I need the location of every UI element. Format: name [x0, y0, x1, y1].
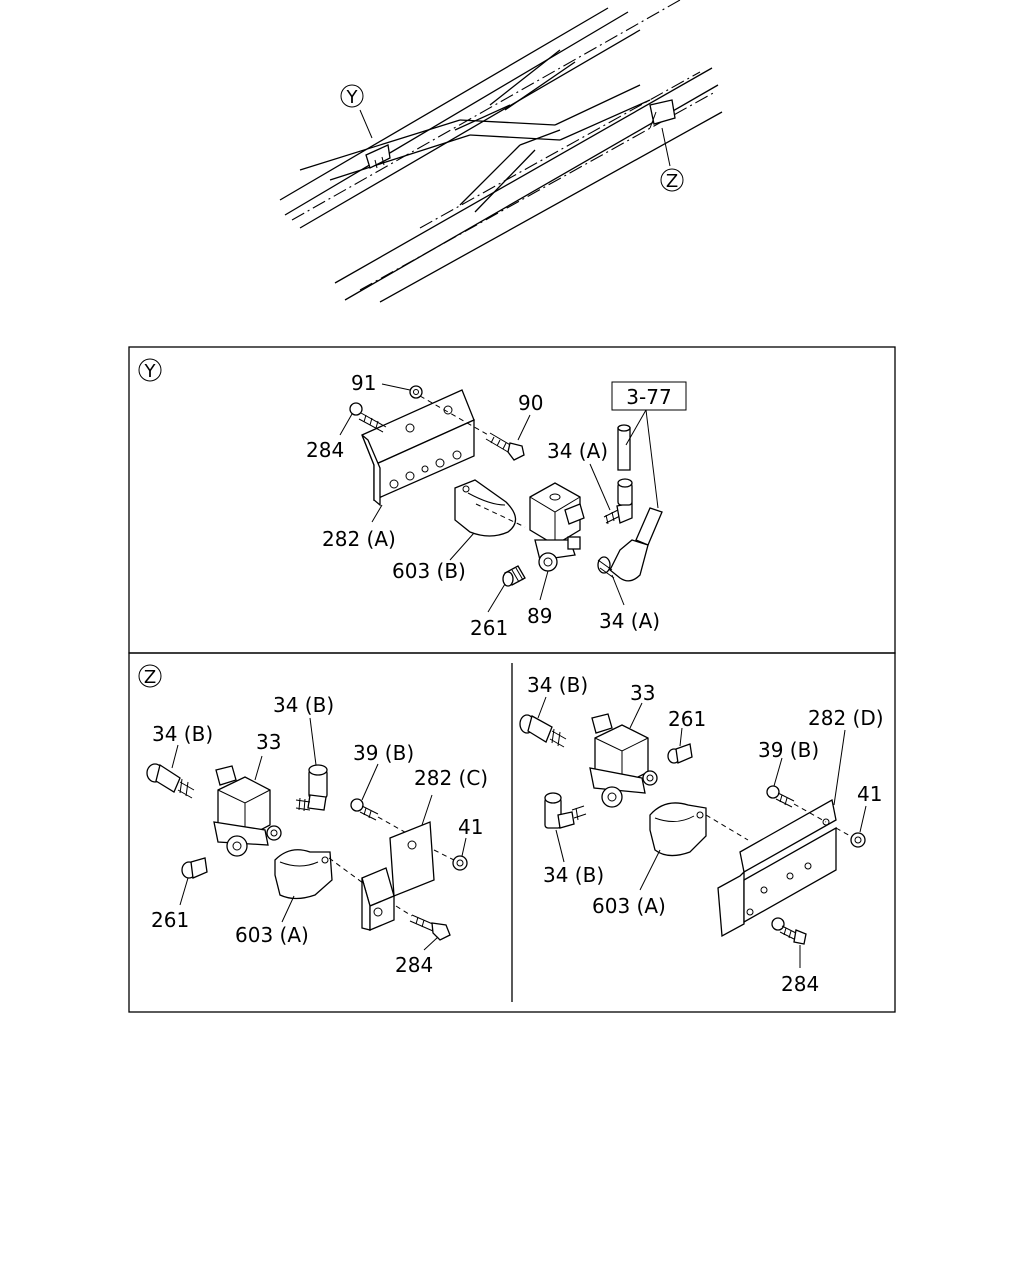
fitting-34b-top-left [295, 764, 328, 812]
chassis-overview: Y Z [279, 0, 723, 303]
callout-y-label: Y [346, 87, 359, 108]
label-261-left: 261 [151, 908, 189, 932]
label-34a-bottom: 34 (A) [599, 609, 660, 633]
label-284-right: 284 [781, 972, 819, 996]
bolt-284 [349, 402, 387, 433]
label-282c: 282 (C) [414, 766, 488, 790]
label-284-left: 284 [395, 953, 433, 977]
fitting-34b-bottom-right [544, 792, 587, 829]
label-603b: 603 (B) [392, 559, 466, 583]
view-z-marker: Z [144, 667, 156, 688]
label-33-left: 33 [256, 730, 281, 754]
fitting-261-left [181, 857, 208, 879]
label-34b-top-left: 34 (B) [273, 693, 334, 717]
bracket-282d [717, 798, 837, 938]
tube-3-77 [617, 424, 631, 471]
label-284-y: 284 [306, 438, 344, 462]
fitting-261-right [667, 743, 693, 764]
label-33-right: 33 [630, 681, 655, 705]
valve-33-right [589, 713, 658, 808]
valve-assembly-y [529, 482, 585, 572]
view-y-marker: Y [144, 361, 157, 382]
callout-z-label: Z [666, 171, 678, 192]
label-39b-right: 39 (B) [758, 738, 819, 762]
bolt-284-right [771, 917, 807, 945]
label-90: 90 [518, 391, 543, 415]
fitting-34b-top-right [519, 714, 567, 748]
label-39b-left: 39 (B) [353, 741, 414, 765]
label-89: 89 [527, 604, 552, 628]
fitting-261-y [502, 565, 526, 587]
clamp-603a-left [274, 849, 333, 900]
bracket-282a [361, 389, 475, 507]
label-34a-top: 34 (A) [547, 439, 608, 463]
valve-33-left [213, 765, 282, 857]
fitting-34a-top [603, 478, 633, 525]
ref-box-3-77: 3-77 [626, 385, 671, 409]
bracket-282c [361, 821, 435, 931]
bolt-39b-right [766, 785, 795, 808]
label-34b-top-right: 34 (B) [527, 673, 588, 697]
bolt-39b-left [350, 798, 379, 821]
fitting-34a-bottom [597, 507, 663, 582]
bolt-284-left [409, 914, 451, 941]
label-34b-left: 34 (B) [152, 722, 213, 746]
view-z-panel: Z [128, 652, 896, 1013]
nut-41-right [850, 832, 866, 848]
view-z-left: 34 (B) 33 34 (B) 39 (B) 282 (C) 41 261 6… [146, 693, 488, 977]
nut-41-left [452, 855, 468, 871]
view-y-panel: Y [128, 346, 896, 654]
label-282a: 282 (A) [322, 527, 396, 551]
label-282d: 282 (D) [808, 706, 884, 730]
label-34b-bottom-right: 34 (B) [543, 863, 604, 887]
nut-91 [409, 385, 423, 399]
bolt-90 [485, 432, 525, 461]
fitting-34b-left [146, 763, 195, 799]
label-91: 91 [351, 371, 376, 395]
label-261-right: 261 [668, 707, 706, 731]
view-z-right: 34 (B) 33 261 282 (D) 39 (B) 41 34 (B) 6… [519, 673, 884, 996]
label-41-left: 41 [458, 815, 483, 839]
label-603a-right: 603 (A) [592, 894, 666, 918]
clamp-603a-right [649, 802, 707, 857]
label-261-y: 261 [470, 616, 508, 640]
label-41-right: 41 [857, 782, 882, 806]
label-603a-left: 603 (A) [235, 923, 309, 947]
